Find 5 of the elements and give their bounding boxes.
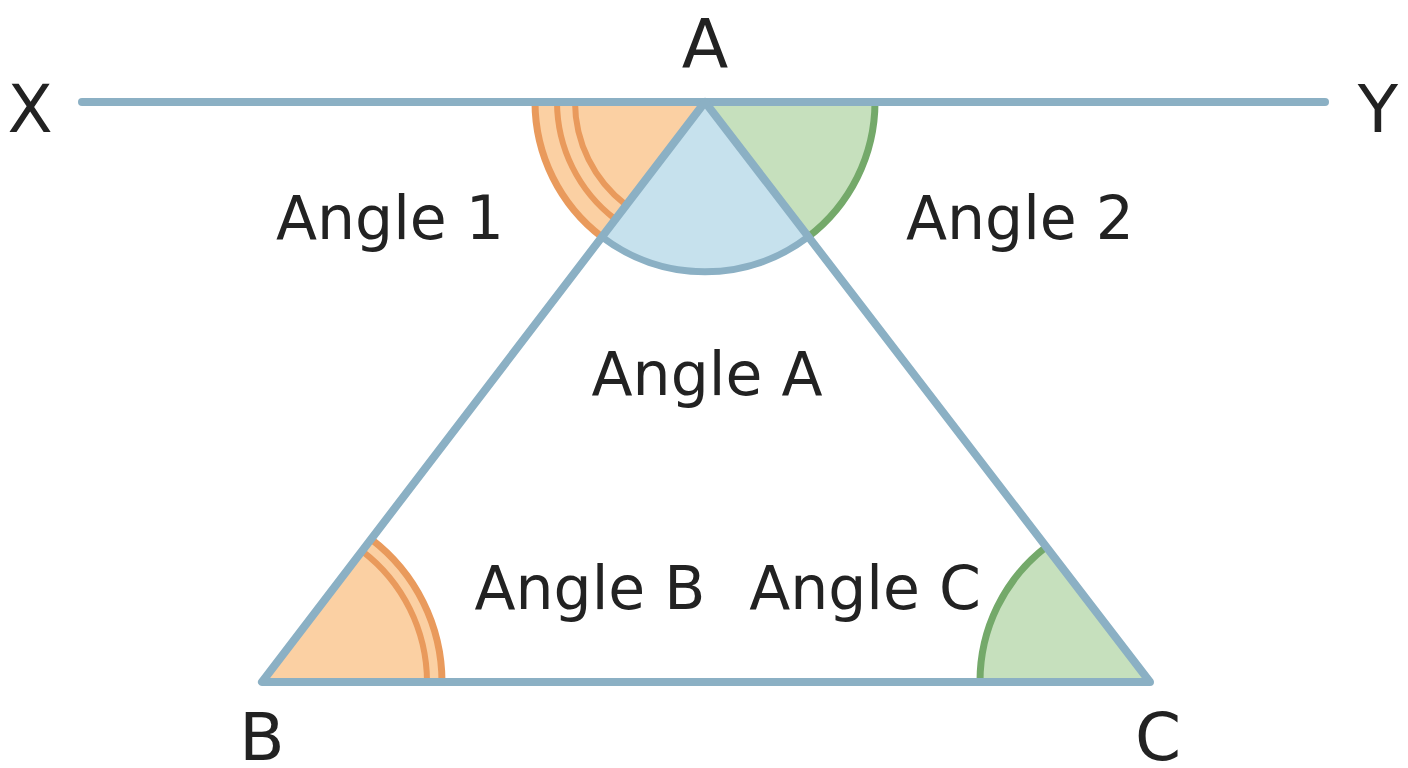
line-end-label: X [7,77,53,143]
vertex-label: B [239,705,285,768]
line-end-label: Y [1357,77,1399,143]
vertex-label: C [1134,705,1182,768]
vertex-label: A [681,11,729,79]
